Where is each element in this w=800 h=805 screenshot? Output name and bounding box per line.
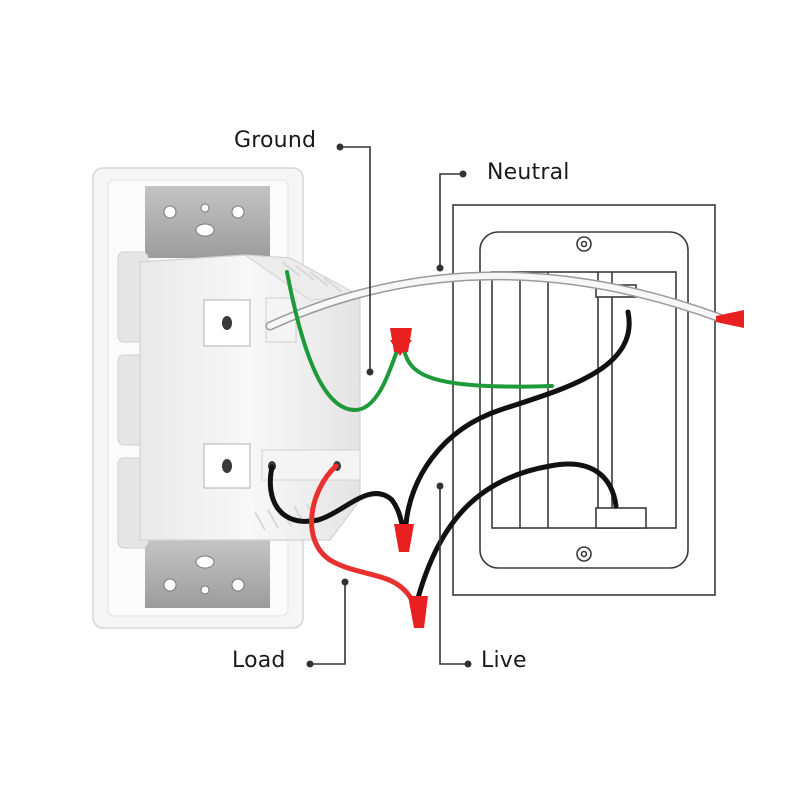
mounting-bracket-top bbox=[145, 186, 270, 258]
leader-dots bbox=[306, 143, 472, 668]
live-wires bbox=[267, 309, 632, 601]
ground-wire bbox=[285, 270, 554, 413]
wire-nut-icon bbox=[390, 310, 744, 628]
wall-switch-icon bbox=[139, 254, 362, 541]
leader-lines bbox=[310, 146, 468, 665]
live-label: Live bbox=[481, 648, 527, 673]
ground-label: Ground bbox=[234, 128, 317, 153]
electrical-box-icon bbox=[452, 204, 716, 596]
neutral-label: Neutral bbox=[487, 160, 570, 185]
neutral-wire bbox=[265, 271, 725, 331]
load-wire bbox=[309, 463, 415, 603]
load-label: Load bbox=[232, 648, 286, 673]
mounting-bracket-bottom bbox=[145, 540, 270, 608]
